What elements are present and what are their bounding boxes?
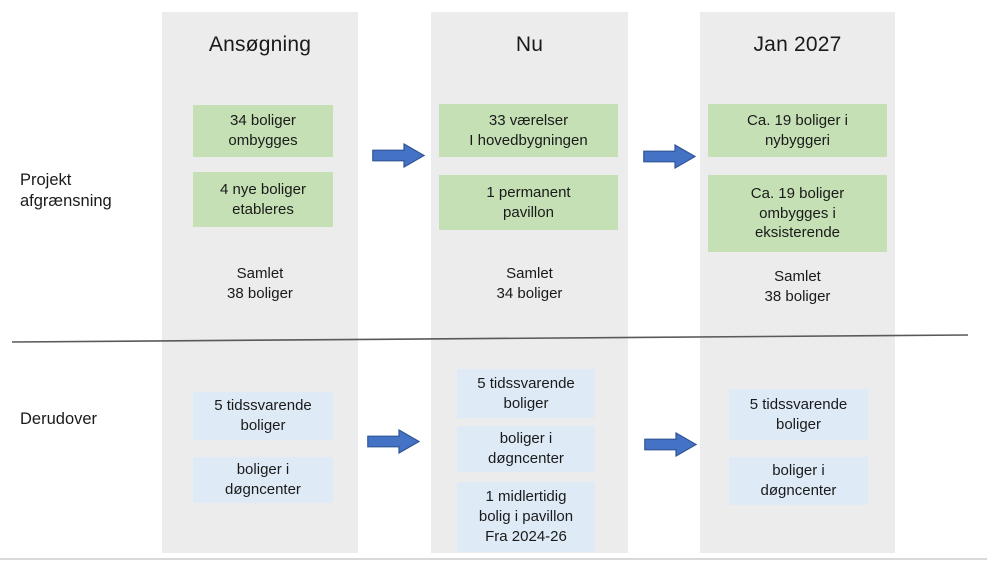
bottom-rule-line bbox=[0, 558, 987, 560]
green-box-1-permanent-pavillon: 1 permanent pavillon bbox=[439, 175, 618, 230]
green-box-33-vaerelser: 33 værelser I hovedbygningen bbox=[439, 104, 618, 157]
row-label-derudover: Derudover bbox=[20, 410, 98, 428]
blue-box-5-tidssvarende: 5 tidssvarende boliger bbox=[193, 392, 333, 440]
column-header-ansoegning: Ansøgning bbox=[208, 33, 312, 56]
row-label-projekt-afgraensning: Projekt afgrænsning bbox=[20, 171, 112, 211]
column-ansoegning: Ansøgning 34 boliger ombygges 4 nye boli… bbox=[162, 12, 358, 553]
summary-samlet-38: Samlet 38 boliger bbox=[227, 265, 293, 303]
column-jan-2027: Jan 2027 Ca. 19 boliger i nybyggeri Ca. … bbox=[700, 12, 895, 553]
summary-samlet-34: Samlet 34 boliger bbox=[496, 265, 563, 303]
green-box-34-boliger-ombygges: 34 boliger ombygges bbox=[193, 105, 333, 157]
right-arrow-icon bbox=[372, 143, 425, 168]
blue-box-1-midlertidig-pavillon: 1 midlertidig bolig i pavillon Fra 2024-… bbox=[457, 482, 595, 552]
column-header-jan-2027: Jan 2027 bbox=[753, 33, 842, 56]
blue-box-5-tidssvarende: 5 tidssvarende boliger bbox=[457, 369, 595, 418]
green-box-ca19-ombygges: Ca. 19 boliger ombygges i eksisterende bbox=[708, 175, 887, 252]
summary-samlet-38: Samlet 38 boliger bbox=[764, 268, 831, 306]
blue-box-5-tidssvarende: 5 tidssvarende boliger bbox=[729, 389, 868, 440]
right-arrow-icon bbox=[367, 429, 420, 454]
right-arrow-icon bbox=[643, 144, 696, 169]
column-nu: Nu 33 værelser I hovedbygningen 1 perman… bbox=[431, 12, 628, 553]
blue-box-boliger-doegncenter: boliger i døgncenter bbox=[193, 457, 333, 503]
green-box-4-nye-boliger: 4 nye boliger etableres bbox=[193, 172, 333, 227]
blue-box-boliger-doegncenter: boliger i døgncenter bbox=[729, 457, 868, 505]
blue-box-boliger-doegncenter: boliger i døgncenter bbox=[457, 426, 595, 472]
green-box-ca19-nybyggeri: Ca. 19 boliger i nybyggeri bbox=[708, 104, 887, 157]
right-arrow-icon bbox=[644, 432, 697, 457]
column-header-nu: Nu bbox=[515, 33, 544, 56]
